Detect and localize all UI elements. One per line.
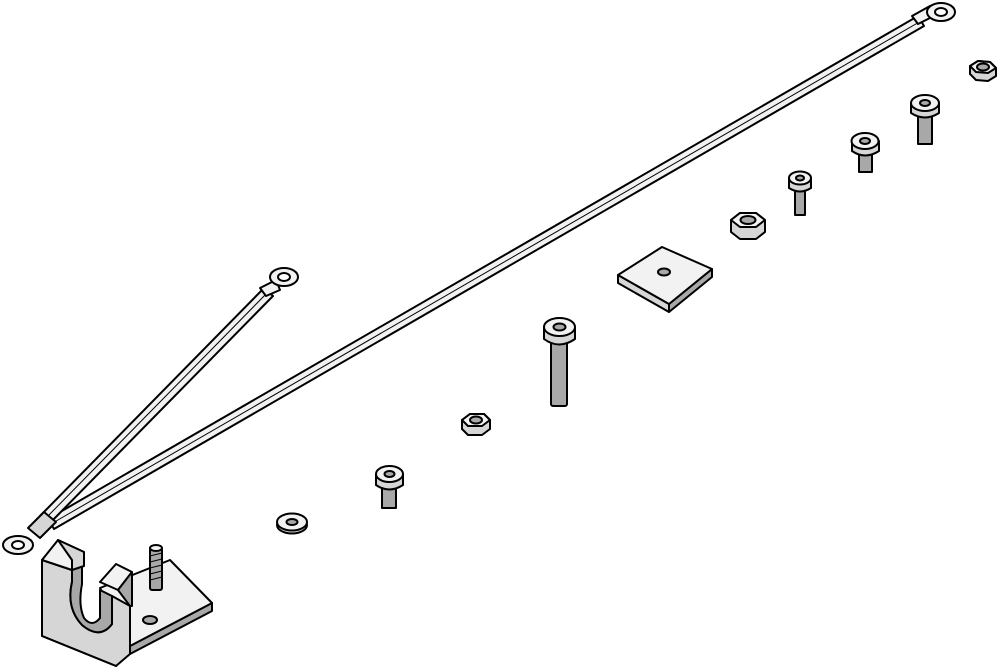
washer <box>276 512 308 535</box>
ring-terminal <box>259 267 299 297</box>
ring-terminal <box>2 511 57 555</box>
cap-screw <box>910 94 940 145</box>
cap-screw <box>788 170 812 216</box>
ground-cable-long <box>47 15 925 530</box>
ring-terminal <box>911 2 956 25</box>
mounting-bracket <box>41 539 213 667</box>
cap-screw <box>375 465 404 509</box>
hex-nut <box>969 60 997 82</box>
square-plate <box>617 246 713 313</box>
cap-screw <box>850 132 880 173</box>
threaded-stud <box>149 544 163 591</box>
hex-nut <box>461 413 491 436</box>
hex-nut <box>730 212 766 240</box>
cap-screw <box>543 317 576 407</box>
ground-cable-short <box>39 287 274 525</box>
